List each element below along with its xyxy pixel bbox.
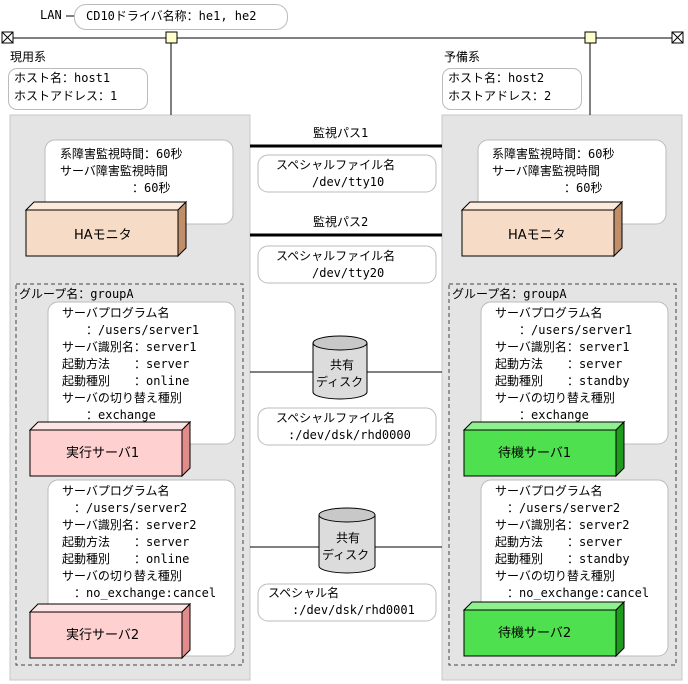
active-s2-line-6: サーバの切り替え種別	[62, 569, 182, 583]
monitor-path-2-label: 監視パス2	[313, 215, 369, 229]
path2-file-line-2: /dev/tty20	[276, 266, 385, 280]
standby-s2-line-4: 起動方法 ：server	[495, 535, 623, 549]
standby-s1-line-2: ：/users/server1	[495, 323, 633, 337]
active-s2-line-5: 起動種別 ：online	[62, 552, 190, 566]
lan-node-left-icon	[165, 31, 178, 44]
active-group-label: グループ名：groupA	[19, 287, 134, 301]
disk2-file-callout	[257, 583, 437, 622]
active-host-name: ホスト名：host1	[14, 71, 111, 85]
standby-s2-line-7: ：no_exchange:cancel	[495, 586, 650, 600]
standby-wait-server-2-box	[462, 600, 626, 658]
monitor-path-1-label: 監視パス1	[313, 126, 369, 140]
lan-terminator-left-icon	[1, 31, 14, 44]
standby-group-border	[448, 283, 677, 666]
active-s2-line-7: ：no_exchange:cancel	[62, 586, 217, 600]
disk1-file-callout	[257, 407, 437, 446]
standby-s1-line-1: サーバプログラム名	[495, 306, 603, 320]
active-exec-server-2-label: 実行サーバ2	[66, 628, 140, 643]
standby-host-callout	[442, 68, 582, 110]
lan-driver-label: CD10ドライバ名称：he1, he2	[86, 9, 257, 23]
path1-file-callout	[257, 154, 437, 193]
path2-file-callout	[257, 245, 437, 284]
disk2-file-line-2: :/dev/dsk/rhd0001	[268, 603, 415, 617]
disk2-label-line-1: 共有	[336, 531, 361, 545]
standby-wait-server-1-box	[462, 420, 626, 478]
active-system-title: 現用系	[10, 50, 47, 64]
standby-ha-monitor-box	[460, 200, 624, 258]
standby-wait-server-2-label: 待機サーバ2	[498, 626, 572, 641]
shared-disk-2-icon	[318, 507, 376, 574]
lan-driver-badge	[74, 4, 288, 30]
active-s2-line-3: サーバ識別名：server2	[62, 518, 197, 532]
active-s1-line-7: ：exchange	[62, 408, 156, 422]
active-ha-monitor-box	[24, 200, 188, 258]
standby-s1-line-6: サーバの切り替え種別	[495, 391, 615, 405]
standby-s2-line-3: サーバ識別名：server2	[495, 518, 630, 532]
active-group-border	[15, 283, 244, 666]
standby-wait-server-1-label: 待機サーバ1	[498, 446, 572, 461]
path2-file-line-1: スペシャルファイル名	[276, 249, 396, 263]
standby-monitor-line-1: 系障害監視時間：60秒	[492, 147, 615, 161]
standby-s2-line-5: 起動種別 ：standby	[495, 552, 630, 566]
active-monitor-line-1: 系障害監視時間：60秒	[60, 147, 183, 161]
standby-s2-line-1: サーバプログラム名	[495, 484, 603, 498]
disk1-label-line-1: 共有	[330, 358, 355, 372]
active-s2-line-4: 起動方法 ：server	[62, 535, 190, 549]
standby-ha-monitor-label: HAモニタ	[508, 228, 566, 243]
active-host-callout	[8, 68, 148, 110]
active-monitor-line-3: ：60秒	[60, 181, 171, 195]
standby-s1-line-4: 起動方法 ：server	[495, 357, 623, 371]
lan-terminator-right-icon	[671, 31, 684, 44]
standby-s2-line-2: ：/users/server2	[495, 501, 621, 515]
path1-file-line-1: スペシャルファイル名	[276, 158, 396, 172]
standby-monitor-line-3: ：60秒	[492, 181, 603, 195]
disk1-file-line-2: :/dev/dsk/rhd0000	[276, 428, 411, 442]
standby-s1-line-3: サーバ識別名：server1	[495, 340, 630, 354]
active-exec-server-1-box	[28, 420, 192, 478]
standby-host-name: ホスト名：host2	[448, 71, 545, 85]
standby-monitor-line-2: サーバ障害監視時間	[492, 164, 600, 178]
standby-group-label: グループ名：groupA	[452, 287, 567, 301]
active-s1-line-2: ：/users/server1	[62, 323, 200, 337]
lan-node-right-icon	[584, 31, 597, 44]
active-s2-line-1: サーバプログラム名	[62, 484, 170, 498]
active-s1-line-5: 起動種別 ：online	[62, 374, 190, 388]
disk1-label-line-2: ディスク	[316, 375, 364, 389]
lan-label: LAN	[40, 8, 62, 22]
active-host-address: ホストアドレス：1	[14, 89, 118, 103]
path1-file-line-2: /dev/tty10	[276, 175, 385, 189]
active-s1-line-6: サーバの切り替え種別	[62, 391, 182, 405]
active-s2-line-2: ：/users/server2	[62, 501, 188, 515]
standby-system-title: 予備系	[444, 50, 481, 64]
shared-disk-1-icon	[312, 335, 368, 400]
active-exec-server-2-box	[28, 602, 192, 660]
disk2-file-line-1: スペシャル名	[268, 586, 340, 600]
active-s1-line-4: 起動方法 ：server	[62, 357, 190, 371]
active-s1-line-3: サーバ識別名：server1	[62, 340, 197, 354]
active-exec-server-1-label: 実行サーバ1	[66, 446, 140, 461]
standby-s1-line-7: ：exchange	[495, 408, 589, 422]
disk1-file-line-1: スペシャルファイル名	[276, 411, 396, 425]
standby-s2-line-6: サーバの切り替え種別	[495, 569, 615, 583]
standby-host-address: ホストアドレス：2	[448, 89, 552, 103]
disk2-label-line-2: ディスク	[322, 548, 370, 562]
active-monitor-line-2: サーバ障害監視時間	[60, 164, 168, 178]
active-ha-monitor-label: HAモニタ	[74, 228, 132, 243]
standby-s1-line-5: 起動種別 ：standby	[495, 374, 630, 388]
active-s1-line-1: サーバプログラム名	[62, 306, 170, 320]
